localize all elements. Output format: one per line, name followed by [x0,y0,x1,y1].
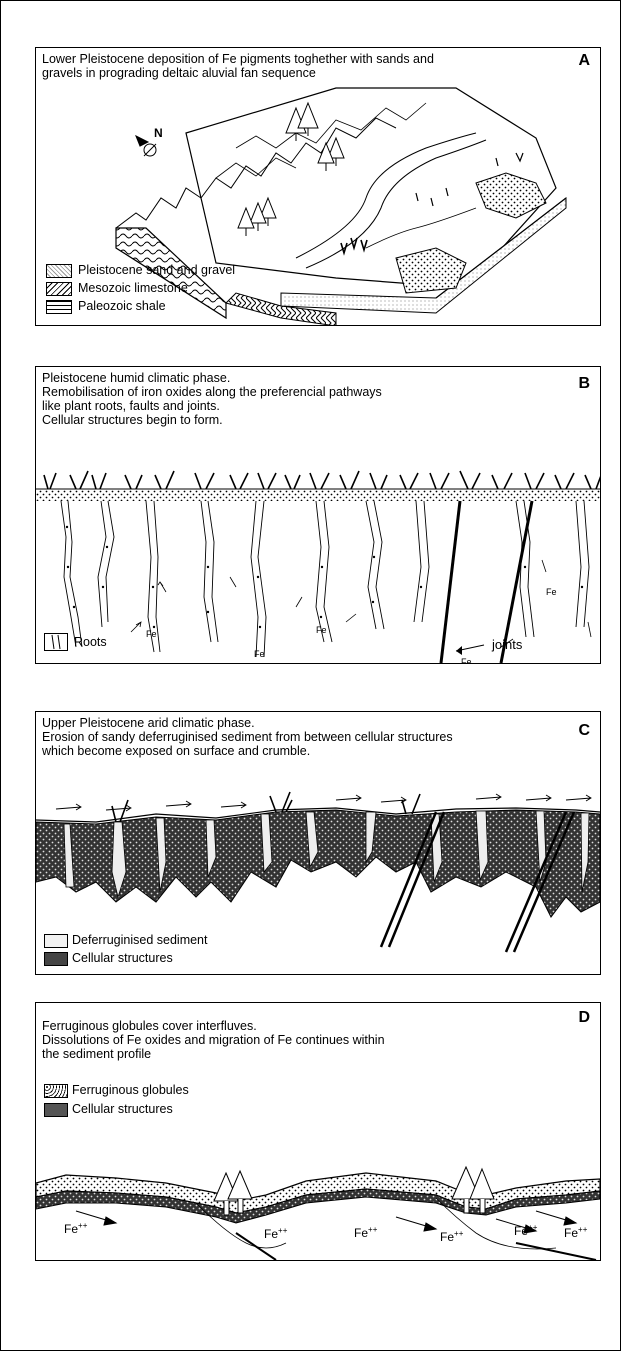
legend-swatch-limestone [46,282,72,296]
fe-ion-label: Fe++ [440,1229,463,1244]
landscape-profile-d [36,1003,600,1260]
legend-label-sand: Pleistocene sand and gravel [78,263,235,277]
fe-label: Fe [254,649,265,659]
legend-label-cellular: Cellular structures [72,951,173,965]
legend-swatch-sand [46,264,72,278]
fe-label: Fe [546,587,557,597]
legend-label-shale: Paleozoic shale [78,299,166,313]
panel-a: Lower Pleistocene deposition of Fe pigme… [35,47,601,326]
legend-swatch-deferruginised [44,934,68,948]
north-label: N [154,126,163,140]
fe-ion-label: Fe++ [264,1226,287,1241]
root-profile-b [36,367,600,663]
legend-label-limestone: Mesozoic limestone [78,281,188,295]
joints-label: joints [492,637,522,652]
north-arrow-icon [136,136,156,156]
roots-legend-label: Roots [74,635,107,649]
legend-swatch-cellular [44,952,68,966]
joint-line [441,501,460,663]
fe-ion-label: Fe++ [564,1225,587,1240]
fe-ion-label: Fe++ [354,1225,377,1240]
fe-label: Fe [316,625,327,635]
legend-label-deferruginised: Deferruginised sediment [72,933,208,947]
fe-label: Fe [146,629,157,639]
legend-swatch-shale [46,300,72,314]
fe-label: Fe [461,657,472,664]
fe-ion-label: Fe++ [514,1223,537,1238]
panel-d: Ferruginous globules cover interfluves. … [35,1002,601,1261]
fe-ion-label: Fe++ [64,1221,87,1236]
panel-b: Pleistocene humid climatic phase. Remobi… [35,366,601,664]
panel-c: Upper Pleistocene arid climatic phase. E… [35,711,601,975]
